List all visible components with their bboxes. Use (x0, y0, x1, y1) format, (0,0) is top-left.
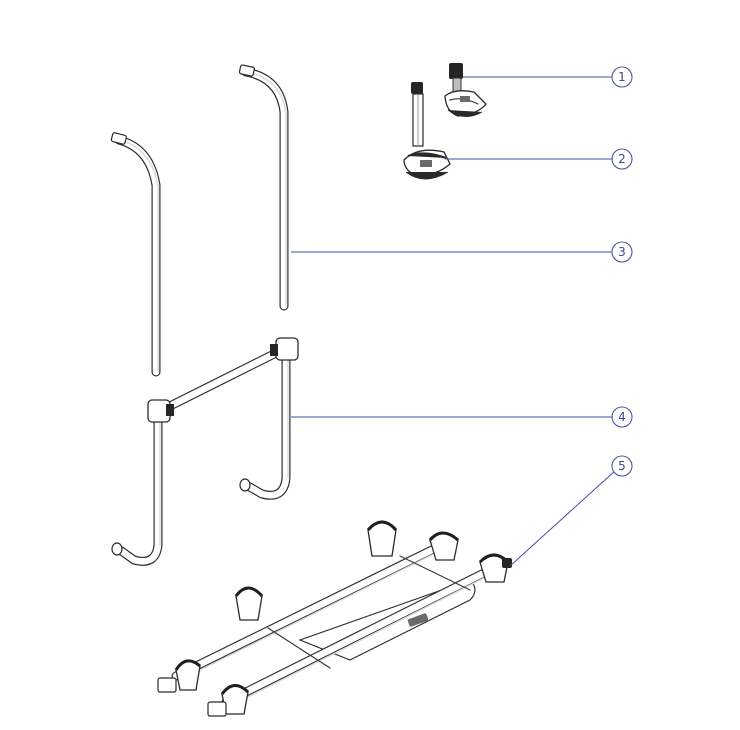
callout-label: 5 (618, 459, 626, 473)
part-5-rail-platform (157, 520, 512, 717)
callout-circle (611, 406, 633, 428)
callout-label: 3 (618, 245, 626, 259)
callout-circle (611, 241, 633, 263)
callout-circle (611, 148, 633, 170)
callout-1: 1 (611, 66, 633, 88)
callout-circle (611, 66, 633, 88)
callout-5: 5 (611, 455, 633, 477)
part-1-clamp (444, 63, 487, 117)
callout-2: 2 (611, 148, 633, 170)
callout-label: 4 (618, 410, 626, 424)
callout-label: 1 (618, 70, 626, 84)
callout-3: 3 (611, 241, 633, 263)
part-4-frame (111, 337, 299, 566)
callout-label: 2 (618, 152, 626, 166)
part-2-clamp (403, 82, 451, 180)
callout-4: 4 (611, 406, 633, 428)
callout-circle (611, 455, 633, 477)
leader-lines (291, 76, 617, 567)
leader-line-5 (509, 469, 617, 567)
part-3-tubes (110, 64, 289, 377)
